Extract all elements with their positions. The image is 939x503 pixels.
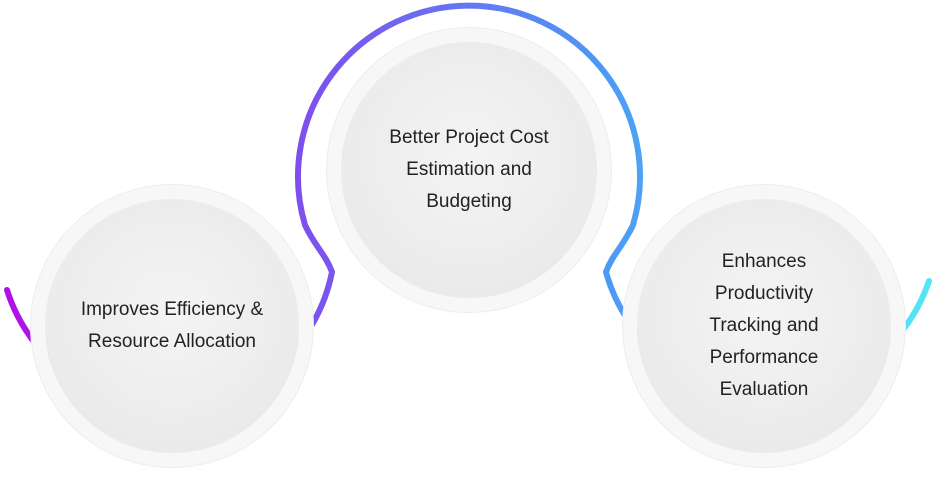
benefit-circle-efficiency: Improves Efficiency & Resource Allocatio… <box>45 199 299 453</box>
benefit-label: Improves Efficiency & Resource Allocatio… <box>80 299 264 352</box>
benefit-label: Better Project Cost Estimation and Budge… <box>389 127 549 212</box>
benefit-label: Enhances Productivity Tracking and Perfo… <box>709 251 819 400</box>
benefit-circle-cost-estimation: Better Project Cost Estimation and Budge… <box>341 42 597 298</box>
benefit-circle-productivity: Enhances Productivity Tracking and Perfo… <box>637 199 891 453</box>
